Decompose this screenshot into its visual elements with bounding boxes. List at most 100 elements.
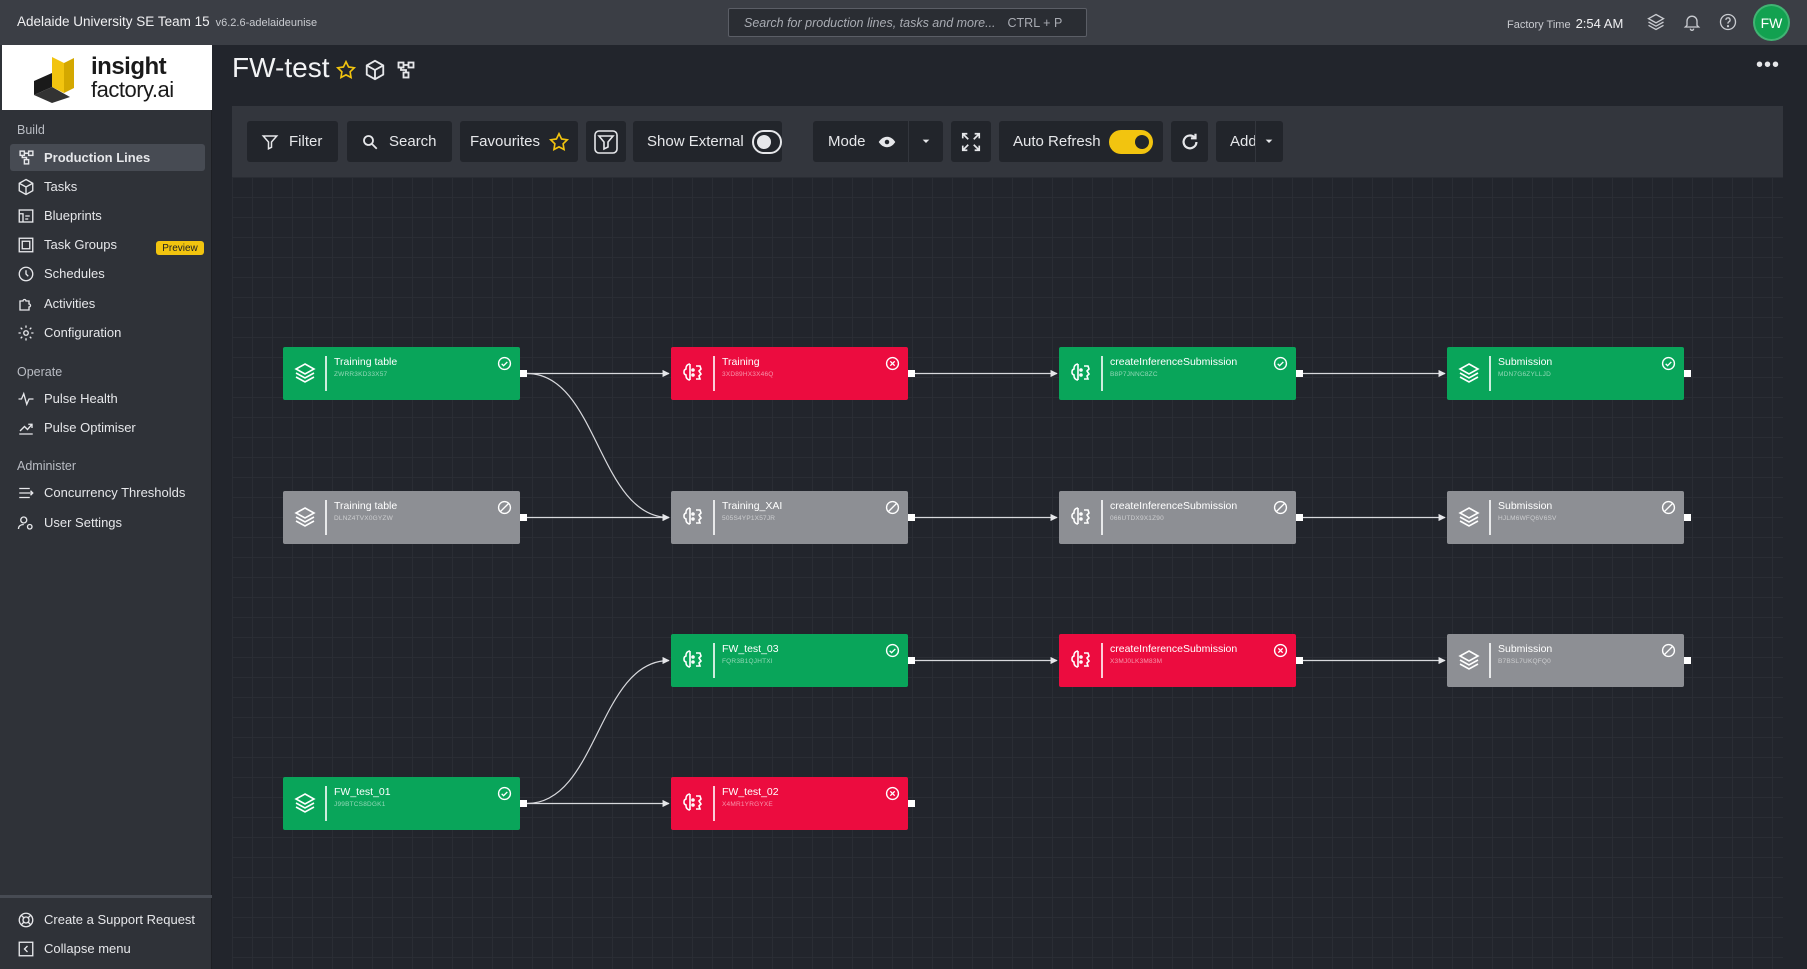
layers-icon	[1457, 648, 1481, 672]
sidebar-item-activities[interactable]: Activities	[10, 290, 205, 317]
sidebar-item-support[interactable]: Create a Support Request	[10, 906, 205, 933]
sidebar-item-configuration[interactable]: Configuration	[10, 319, 205, 346]
sidebar-item-collapse[interactable]: Collapse menu	[10, 935, 205, 962]
sidebar-divider	[0, 895, 212, 898]
mode-button[interactable]: Mode	[813, 121, 943, 162]
sidebar-item-concurrency-thresholds[interactable]: Concurrency Thresholds	[10, 479, 205, 506]
network-icon	[16, 148, 36, 168]
expand-icon	[960, 131, 982, 153]
chevron-down-icon[interactable]	[918, 133, 934, 149]
node-name: createInferenceSubmission	[1110, 643, 1238, 655]
output-port[interactable]	[520, 514, 527, 521]
gear-icon	[16, 323, 36, 343]
star-icon[interactable]	[334, 58, 358, 82]
user-avatar[interactable]: FW	[1753, 4, 1790, 41]
layers-icon	[1457, 361, 1481, 385]
output-port[interactable]	[908, 800, 915, 807]
status-success-icon	[496, 785, 512, 801]
refresh-button[interactable]	[1171, 121, 1208, 162]
status-failed-icon	[1272, 642, 1288, 658]
output-port[interactable]	[908, 514, 915, 521]
node-id: 3XD89HX3X46Q	[722, 371, 774, 378]
cube-icon[interactable]	[363, 58, 387, 82]
filter-button[interactable]: Filter	[247, 121, 338, 162]
node-name: FW_test_01	[334, 786, 391, 798]
status-skipped-icon	[884, 499, 900, 515]
global-search-input[interactable]: Search for production lines, tasks and m…	[728, 8, 1087, 37]
sidebar-item-pulse-optimiser[interactable]: Pulse Optimiser	[10, 414, 205, 441]
more-options-icon[interactable]: •••	[1756, 54, 1781, 76]
layers-icon	[293, 505, 317, 529]
status-skipped-icon	[1272, 499, 1288, 515]
sidebar-item-production-lines[interactable]: Production Lines	[10, 144, 205, 171]
sidebar-item-tasks[interactable]: Tasks	[10, 173, 205, 200]
sidebar-item-user-settings[interactable]: User Settings	[10, 509, 205, 536]
lines-arrow-icon	[16, 483, 36, 503]
status-success-icon	[496, 355, 512, 371]
filter-options-button[interactable]	[586, 121, 626, 162]
output-port[interactable]	[1684, 657, 1691, 664]
refresh-icon	[1179, 131, 1201, 153]
output-port[interactable]	[908, 657, 915, 664]
output-port[interactable]	[520, 800, 527, 807]
sidebar-item-schedules[interactable]: Schedules	[10, 260, 205, 287]
bell-icon[interactable]	[1681, 11, 1703, 33]
show-external-toggle[interactable]: Show External	[633, 121, 782, 162]
node-id: DLNZ4TVX0GYZW	[334, 515, 393, 522]
sidebar-item-task-groups[interactable]: Task Groups	[10, 231, 205, 258]
favourites-button[interactable]: Favourites	[460, 121, 578, 162]
brain-icon	[681, 505, 705, 529]
layers-icon[interactable]	[1645, 11, 1667, 33]
output-port[interactable]	[908, 370, 915, 377]
output-port[interactable]	[1684, 370, 1691, 377]
brain-icon	[681, 791, 705, 815]
sidebar-item-blueprints[interactable]: Blueprints	[10, 202, 205, 229]
network-icon[interactable]	[394, 58, 418, 82]
chevron-down-icon[interactable]	[1261, 133, 1277, 149]
auto-refresh-switch[interactable]	[1108, 129, 1153, 154]
brain-icon	[681, 361, 705, 385]
search-icon	[361, 133, 379, 151]
eye-icon	[878, 133, 896, 151]
help-icon[interactable]	[1717, 11, 1739, 33]
puzzle-icon	[16, 294, 36, 314]
node-id: ZWRR3KD33X57	[334, 371, 388, 378]
show-external-switch[interactable]	[751, 129, 782, 154]
task-group-icon	[16, 235, 36, 255]
fit-view-button[interactable]	[951, 121, 991, 162]
auto-refresh-toggle[interactable]: Auto Refresh	[999, 121, 1163, 162]
logo[interactable]: insight factory.ai	[2, 45, 212, 110]
output-port[interactable]	[520, 370, 527, 377]
pulse-icon	[16, 389, 36, 409]
sidebar-item-pulse-health[interactable]: Pulse Health	[10, 385, 205, 412]
production-line-canvas[interactable]	[232, 177, 1783, 969]
output-port[interactable]	[1296, 514, 1303, 521]
node-id: 505S4YP1X57JR	[722, 515, 776, 522]
output-port[interactable]	[1684, 514, 1691, 521]
layers-icon	[293, 361, 317, 385]
app-version: v6.2.6-adelaideunise	[215, 17, 318, 29]
output-port[interactable]	[1296, 657, 1303, 664]
brain-icon	[1069, 361, 1093, 385]
search-shortcut: CTRL + P	[1007, 15, 1063, 30]
add-button[interactable]: Add	[1216, 121, 1283, 162]
output-port[interactable]	[1296, 370, 1303, 377]
node-id: FQR3B1QJHTXI	[722, 658, 773, 665]
search-button[interactable]: Search	[347, 121, 452, 162]
logo-mark-icon	[34, 57, 74, 103]
layers-icon	[293, 791, 317, 815]
